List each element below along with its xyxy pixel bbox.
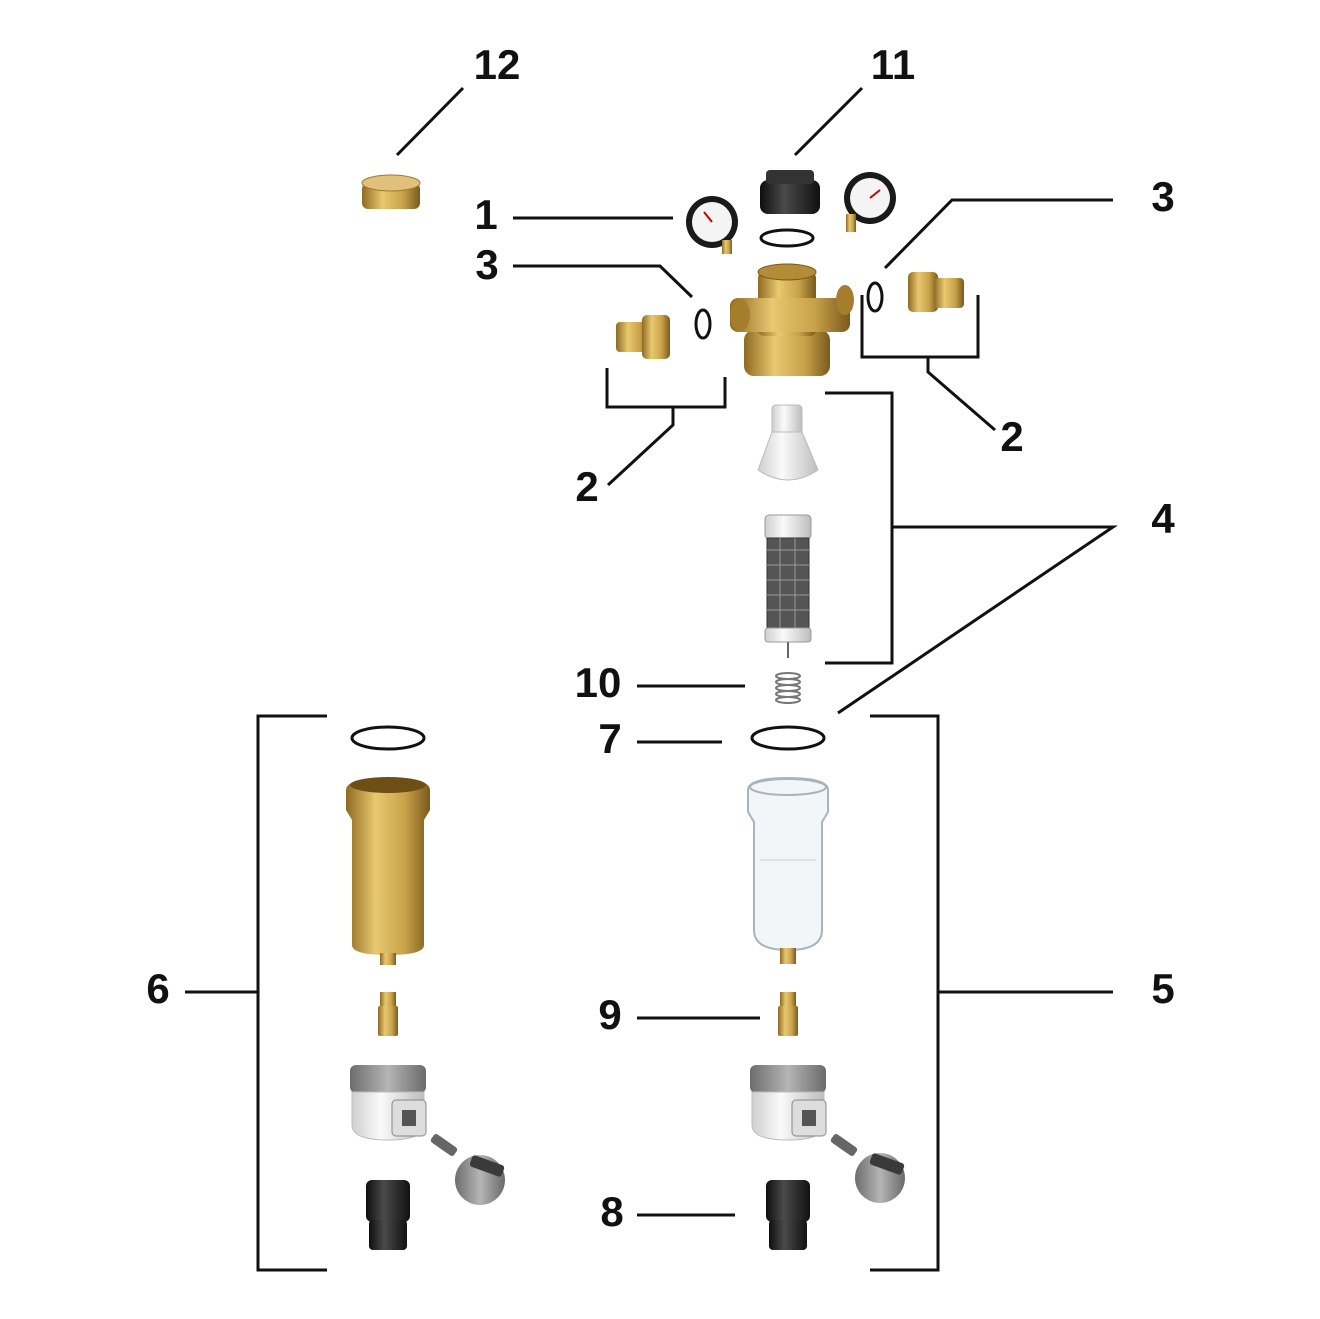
part-11-black-cap (760, 170, 820, 214)
drain-fitting-left (378, 992, 398, 1036)
valve-knob-right (855, 1153, 905, 1203)
leader-11 (793, 86, 864, 157)
label-9: 9 (598, 991, 621, 1038)
label-10: 10 (575, 659, 622, 706)
o-ring-left-assembly (350, 725, 426, 751)
label-2-right: 2 (1000, 413, 1023, 460)
part-5-transparent-bowl (747, 776, 829, 964)
label-12: 12 (474, 41, 521, 88)
label-8: 8 (600, 1188, 623, 1235)
bracket-4 (825, 391, 894, 665)
ball-valve-left (350, 1065, 458, 1156)
label-1: 1 (474, 191, 497, 238)
part-12-brass-cap (361, 174, 421, 209)
label-6: 6 (146, 965, 169, 1012)
ball-valve-right (750, 1065, 858, 1156)
filter-head-brass-body (730, 263, 854, 376)
leader-3-left (513, 264, 694, 299)
leader-12 (395, 86, 465, 157)
part-2-fitting-left (616, 315, 670, 359)
part-10-spring (775, 672, 801, 704)
label-7: 7 (598, 715, 621, 762)
valve-knob-left (455, 1155, 505, 1205)
o-ring-top (759, 228, 815, 248)
pressure-gauge-right (844, 172, 896, 232)
part-4-mesh-filter-cartridge (764, 514, 812, 658)
black-drain-cap-left (366, 1180, 410, 1250)
leader-2-right (926, 357, 996, 432)
part-7-o-ring (750, 725, 826, 751)
label-4: 4 (1151, 495, 1175, 542)
part-4-funnel-insert (757, 404, 819, 481)
label-5: 5 (1151, 965, 1174, 1012)
label-3-right: 3 (1151, 173, 1174, 220)
part-labels: 12 11 1 3 3 2 2 4 10 7 6 5 9 8 (146, 41, 1175, 1235)
leader-2-left (606, 407, 675, 487)
label-3-left: 3 (475, 241, 498, 288)
part-1-pressure-gauge-left (686, 196, 738, 254)
part-2-fitting-right (908, 272, 964, 312)
part-8-black-drain-cap (766, 1180, 810, 1250)
bracket-2-right (860, 295, 980, 359)
part-3-o-ring-left (694, 308, 712, 340)
leader-3-right (883, 198, 1113, 270)
bracket-6 (256, 714, 327, 1272)
leader-lines (185, 86, 1118, 1272)
part-9-drain-fitting (778, 992, 798, 1036)
bracket-2-left (605, 368, 727, 409)
part-6-brass-bowl (346, 777, 430, 965)
label-11: 11 (871, 41, 915, 88)
part-3-o-ring-right (866, 281, 884, 313)
leader-4 (837, 525, 1118, 715)
label-2-left: 2 (575, 463, 598, 510)
